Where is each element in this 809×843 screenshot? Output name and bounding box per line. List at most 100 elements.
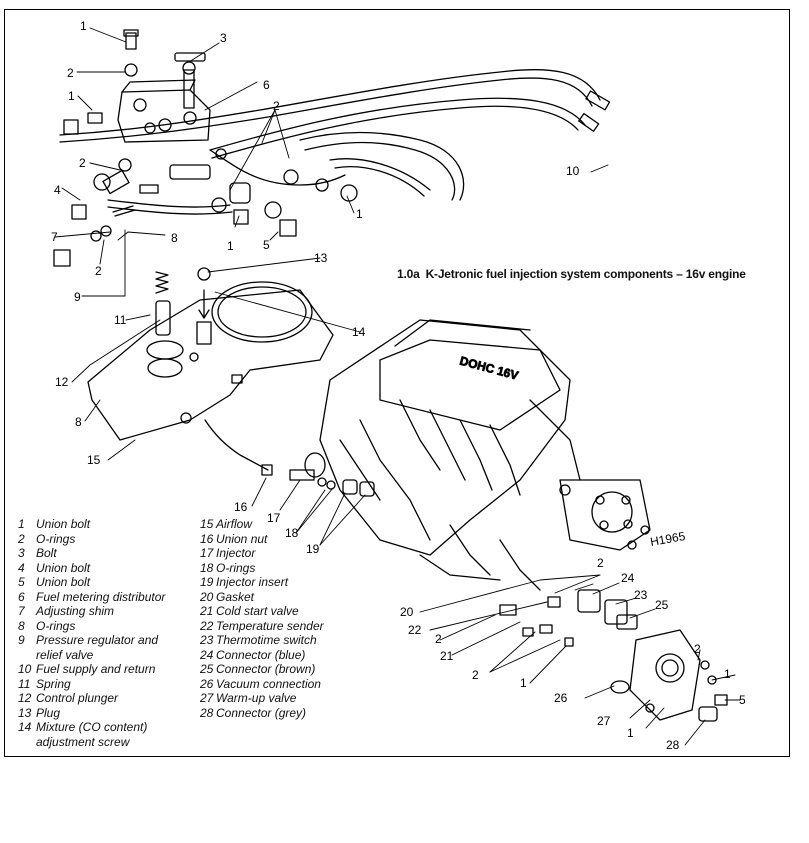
callout-2: 2 — [273, 99, 280, 113]
engine-marking: DOHC 16V — [458, 354, 520, 383]
legend-number: 16 — [200, 531, 214, 546]
legend-number: 4 — [18, 560, 25, 575]
legend-number: 7 — [18, 604, 25, 618]
callout-1: 1 — [356, 207, 363, 221]
legend-number: 11 — [18, 676, 31, 691]
callout-5: 5 — [263, 238, 270, 252]
legend-number: 24 — [200, 647, 214, 662]
callout-28: 28 — [666, 738, 680, 752]
figure-title: K-Jetronic fuel injection system compone… — [425, 267, 746, 281]
callout-16: 16 — [234, 500, 248, 514]
legend-number — [18, 735, 36, 750]
legend-label: Vacuum connection — [216, 676, 321, 691]
legend-number: 17 — [200, 546, 214, 560]
union-bolts — [53, 52, 358, 267]
callout-21: 21 — [440, 649, 454, 663]
callout-27: 27 — [597, 714, 611, 728]
callout-5: 5 — [739, 693, 746, 707]
legend-number: 9 — [18, 633, 25, 647]
callout-8: 8 — [171, 231, 178, 245]
callout-2: 2 — [79, 156, 86, 170]
legend-number: 27 — [200, 691, 214, 705]
callout-4: 4 — [54, 183, 61, 197]
airflow-housing — [87, 281, 334, 441]
legend-number: 14 — [18, 720, 32, 734]
callout-9: 9 — [74, 290, 81, 304]
callout-1: 1 — [520, 676, 527, 690]
legend-number: 28 — [200, 705, 214, 720]
callout-2: 2 — [694, 642, 701, 656]
callout-11: 11 — [114, 313, 127, 327]
callout-20: 20 — [400, 605, 414, 619]
legend-number: 21 — [200, 604, 214, 618]
sender-components — [499, 589, 638, 647]
legend-number: 22 — [200, 618, 214, 633]
callout-2: 2 — [597, 556, 604, 570]
legend-label: Union bolt — [36, 575, 91, 589]
control-plunger-spring — [155, 267, 212, 345]
legend-label: Connector (brown) — [216, 662, 316, 676]
legend-number — [18, 648, 36, 663]
legend-number: 15 — [200, 517, 214, 531]
legend-row: 7 Adjusting shim — [18, 604, 165, 619]
legend-number: 2 — [18, 531, 25, 546]
callout-22: 22 — [408, 623, 422, 637]
callout-13: 13 — [314, 251, 328, 265]
callout-12: 12 — [55, 375, 69, 389]
callout-10: 10 — [566, 164, 580, 178]
callout-3: 3 — [220, 31, 227, 45]
callout-1: 1 — [80, 19, 87, 33]
callout-2: 2 — [95, 264, 102, 278]
legend-label: Warm-up valve — [216, 691, 297, 705]
figure-frame — [4, 9, 790, 757]
legend-label: Airflow — [216, 517, 253, 531]
legend-number: 10 — [18, 662, 32, 676]
legend-label: Connector (grey) — [216, 705, 307, 720]
fuel-metering-distributor — [63, 29, 211, 143]
legend-label: Control plunger — [36, 691, 119, 705]
legend-label: Plug — [36, 705, 61, 720]
legend-label: Connector (blue) — [216, 647, 306, 662]
callout-1: 1 — [68, 89, 75, 103]
callout-2: 2 — [472, 668, 479, 682]
legend-label: O-rings — [36, 531, 76, 546]
intake-manifold — [304, 319, 651, 591]
callout-7: 7 — [51, 230, 58, 244]
callout-18: 18 — [285, 526, 299, 540]
callout-24: 24 — [621, 571, 635, 585]
legend-label: Thermotime switch — [216, 633, 317, 647]
legend-label: Fuel supply and return — [36, 662, 156, 676]
leader-lines — [54, 27, 741, 746]
callout-1: 1 — [627, 726, 634, 740]
legend-label: Cold start valve — [216, 604, 299, 618]
legend-label: adjustment screw — [36, 734, 130, 749]
legend-row: 9 Pressure regulator and — [18, 633, 165, 648]
legend-label: Adjusting shim — [36, 604, 115, 618]
callout-8: 8 — [75, 415, 82, 429]
callout-6: 6 — [263, 78, 270, 92]
legend-number: 1 — [18, 517, 25, 531]
legend-label: Pressure regulator and — [36, 633, 159, 647]
callout-25: 25 — [655, 598, 669, 612]
warm-up-valve — [610, 629, 728, 722]
legend-row: adjustment screw — [18, 735, 165, 750]
